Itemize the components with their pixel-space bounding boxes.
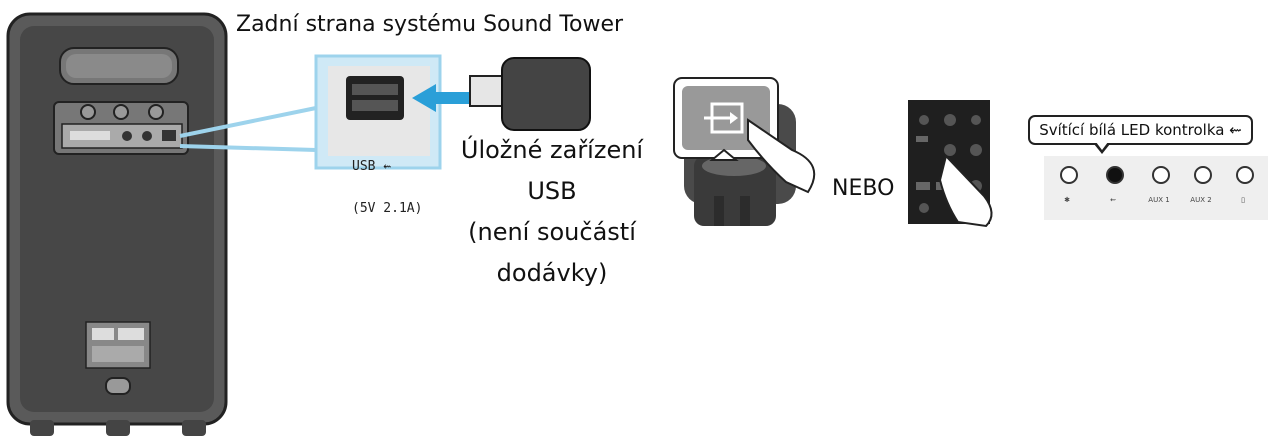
aux1-led-label: AUX 1 [1148, 196, 1170, 204]
usb-port-spec: (5V 2.1A) [352, 201, 423, 216]
or-label: NEBO [832, 176, 895, 201]
usb-port-label: USB ⇜ (5V 2.1A) [352, 132, 422, 230]
remote-control-illustration [908, 100, 993, 228]
storage-caption-line3: (není součástí [468, 218, 636, 246]
bluetooth-led [1060, 166, 1078, 184]
led-callout-text: Svítící bílá LED kontrolka ⇜ [1039, 121, 1242, 139]
led-callout: Svítící bílá LED kontrolka ⇜ [1028, 115, 1253, 154]
storage-caption-line2: USB [527, 177, 577, 205]
diagram-title: Zadní strana systému Sound Tower [236, 12, 624, 37]
led-callout-pointer [1094, 142, 1110, 154]
aux2-led-label: AUX 2 [1190, 196, 1212, 204]
usb-stick-illustration [469, 57, 591, 131]
aux2-led [1194, 166, 1212, 184]
bluetooth-led-label: ✱ [1064, 196, 1070, 204]
usb-port-name: USB ⇜ [352, 159, 392, 174]
aux1-led [1152, 166, 1170, 184]
battery-led [1236, 166, 1254, 184]
sound-tower-rear-illustration [6, 12, 228, 436]
storage-device-caption: Úložné zařízení USB (není součástí dodáv… [452, 130, 652, 294]
led-indicator-panel: ✱ ⇜ AUX 1 AUX 2 ▯ [1044, 156, 1268, 220]
usb-led [1106, 166, 1124, 184]
port-connector-line [179, 106, 317, 152]
storage-caption-line4: dodávky) [496, 259, 608, 287]
usb-led-label: ⇜ [1110, 196, 1116, 204]
usb-port-callout [314, 54, 442, 170]
battery-led-label: ▯ [1241, 196, 1245, 204]
storage-caption-line1: Úložné zařízení [460, 136, 644, 164]
insert-arrow [412, 84, 470, 112]
speaker-top-illustration [673, 77, 816, 226]
